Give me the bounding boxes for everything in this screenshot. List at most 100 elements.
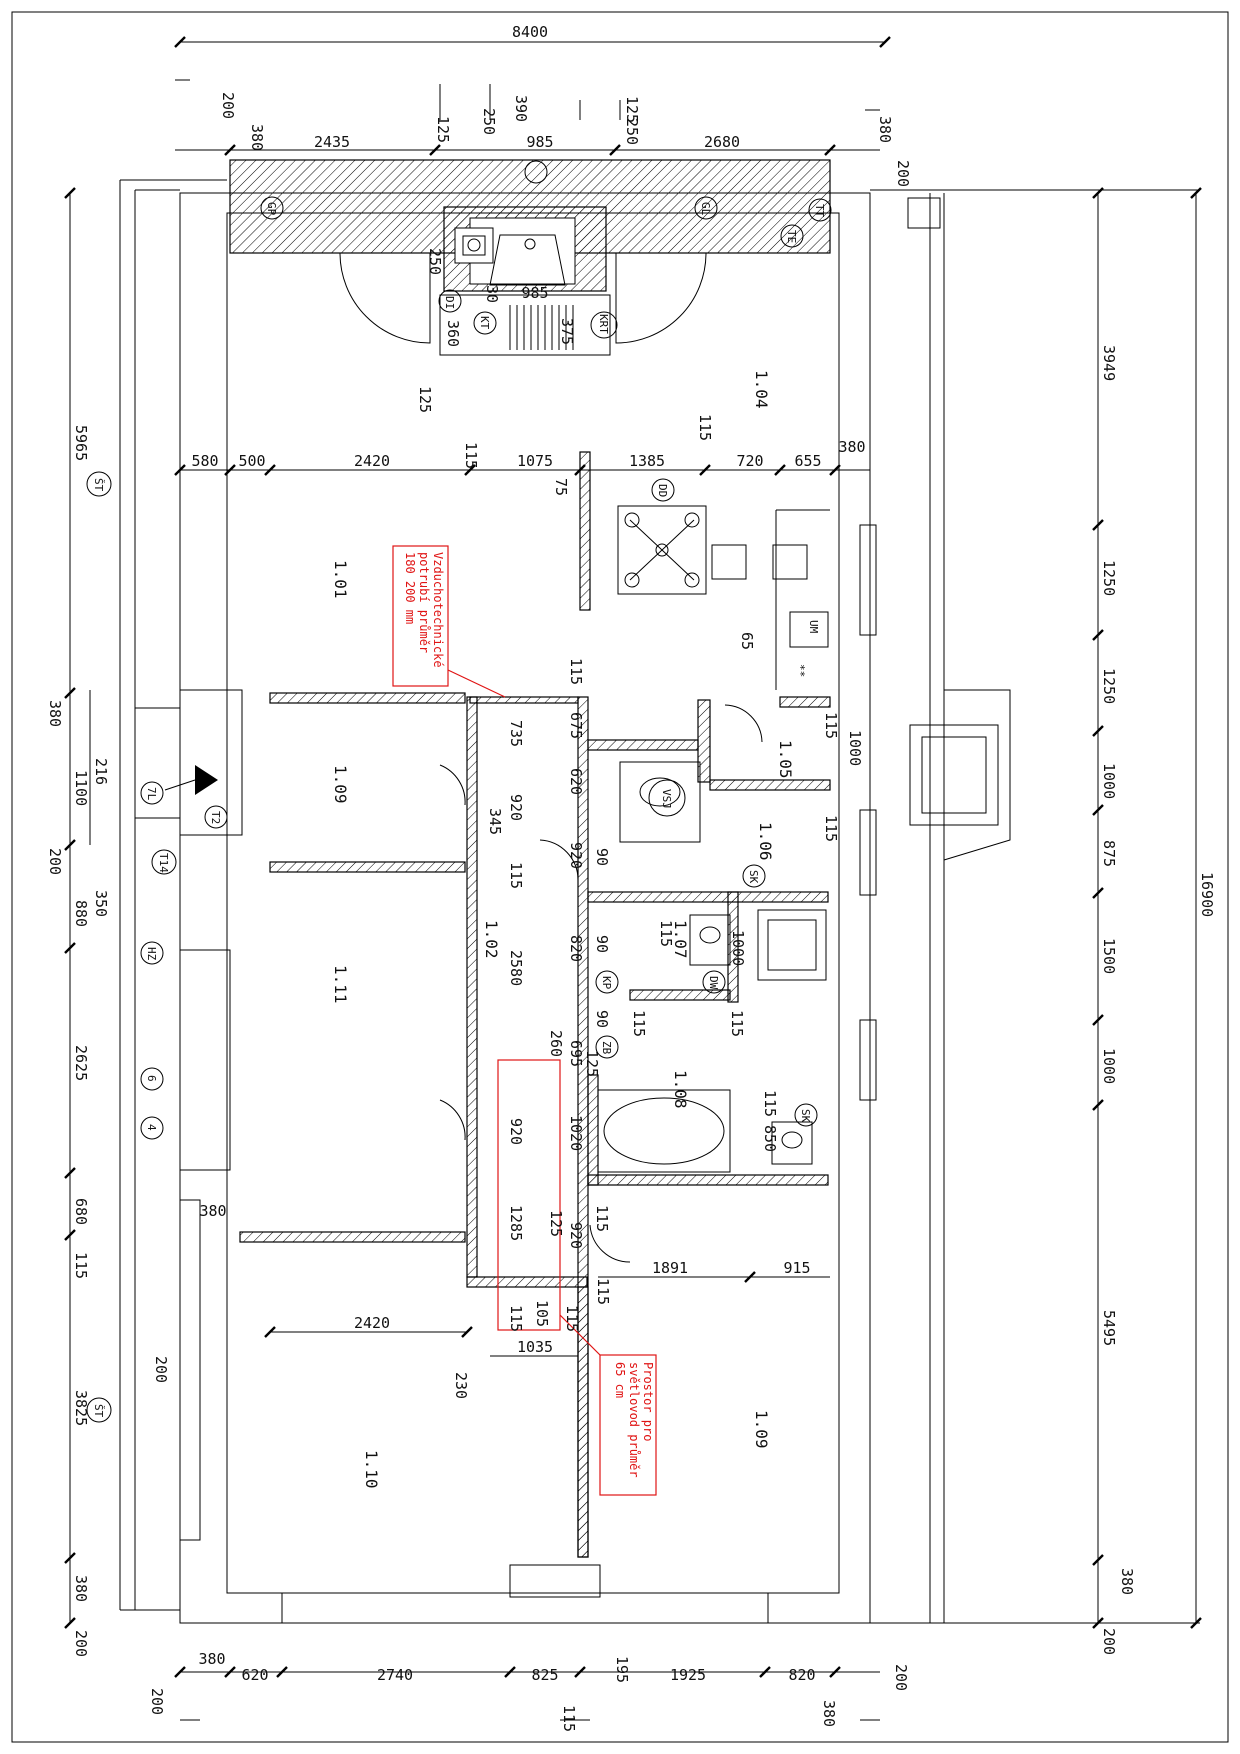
- dim-720: 720: [736, 452, 763, 470]
- right-dimension-labels: 16900 3949 1250 1250 1000 875 1500 1000 …: [1100, 345, 1216, 1655]
- dim-bottom-d: 825: [531, 1666, 558, 1684]
- dim-left-c: 216: [92, 758, 110, 785]
- dim-695: 695: [567, 1040, 585, 1067]
- room-1-07: 1.07: [671, 920, 690, 959]
- interior-walls: [239, 451, 831, 1558]
- tag-sk-2: SK: [799, 1109, 812, 1123]
- dim-top-overall: 8400: [512, 23, 548, 41]
- dim-115k: 115: [593, 1205, 611, 1232]
- dim-bottom-e: 195: [613, 1656, 631, 1683]
- dim-75: 75: [552, 478, 570, 496]
- dim-115a: 115: [462, 442, 480, 469]
- svetlovod-note-line-1: Prostor pro: [641, 1362, 655, 1441]
- dim-90c: 90: [593, 1010, 611, 1028]
- dim-left-f: 350: [92, 890, 110, 917]
- dim-915: 915: [783, 1259, 810, 1277]
- dim-125b: 125: [547, 1210, 565, 1237]
- room-numbers: 1.04 1.01 1.09 1.05 1.06 1.07 1.02 1.11 …: [331, 370, 795, 1489]
- dim-115l: 115: [594, 1278, 612, 1305]
- dim-360: 360: [444, 320, 462, 347]
- dim-65: 65: [738, 632, 756, 650]
- room-1-04: 1.04: [752, 370, 771, 409]
- dim-1891: 1891: [652, 1259, 688, 1277]
- tag-6: 6: [145, 1075, 158, 1082]
- svetlovod-note-line-2: světlovod průměr: [627, 1362, 641, 1478]
- dim-left-l: 380: [72, 1575, 90, 1602]
- dim-580: 580: [191, 452, 218, 470]
- dim-left-b: 380: [46, 700, 64, 727]
- dim-105: 105: [533, 1300, 551, 1327]
- dim-top-f: 390: [512, 95, 530, 122]
- dim-bottom-c: 2740: [377, 1666, 413, 1684]
- bottom-dimension-labels: 380 620 2740 825 195 1925 820 200 200 11…: [148, 1650, 910, 1732]
- dim-920b: 920: [567, 842, 585, 869]
- dim-620: 620: [567, 768, 585, 795]
- dim-right-j: 200: [1100, 1628, 1118, 1655]
- dim-115e: 115: [657, 920, 675, 947]
- dim-230: 230: [452, 1372, 470, 1399]
- dim-1075: 1075: [517, 452, 553, 470]
- dim-top-i: 250: [623, 118, 641, 145]
- dim-top-l: 200: [894, 160, 912, 187]
- tag-sym: **: [794, 664, 807, 677]
- room-1-10: 1.10: [362, 1450, 381, 1489]
- dim-bottom-k: 380: [820, 1700, 838, 1727]
- tag-sk-1: SK: [747, 870, 760, 884]
- dim-115c: 115: [567, 658, 585, 685]
- dim-920a: 920: [507, 794, 525, 821]
- tag-st-2: ŠT: [92, 1404, 105, 1418]
- door-swing-left: [339, 252, 431, 344]
- dim-right-e: 875: [1100, 840, 1118, 867]
- hob: [617, 505, 707, 595]
- dim-125a: 125: [583, 1050, 601, 1077]
- dim-115d: 115: [507, 862, 525, 889]
- dim-1285: 1285: [507, 1205, 525, 1241]
- top-dimension-labels: 8400 200 380 2435 125 250 390 985 125 25…: [219, 23, 912, 187]
- room-1-02: 1.02: [482, 920, 501, 959]
- tag-te: TE: [785, 230, 798, 243]
- dim-655: 655: [794, 452, 821, 470]
- dim-820: 820: [567, 935, 585, 962]
- dim-115i: 115: [728, 1010, 746, 1037]
- tag-kp: KP: [600, 976, 613, 990]
- tag-4: 4: [145, 1124, 158, 1131]
- room-1-08: 1.08: [671, 1070, 690, 1109]
- dim-735: 735: [507, 720, 525, 747]
- dim-1385: 1385: [629, 452, 665, 470]
- dim-left-m: 200: [72, 1630, 90, 1657]
- room-1-05: 1.05: [776, 740, 795, 779]
- dim-right-d: 1000: [1100, 763, 1118, 799]
- shower-box: [619, 761, 701, 843]
- dim-2580: 2580: [507, 950, 525, 986]
- dim-500: 500: [238, 452, 265, 470]
- left-dimension-labels: 5965 380 216 1100 200 350 880 2625 680 1…: [46, 425, 110, 1657]
- dim-right-i: 380: [1118, 1568, 1136, 1595]
- dim-260: 260: [547, 1030, 565, 1057]
- entrance-arrow-icon: [195, 765, 218, 795]
- dimension-ticks: [64, 36, 1202, 1678]
- tag-di: DI: [443, 296, 456, 309]
- room-1-09: 1.09: [752, 1410, 771, 1449]
- tag-um: UM: [807, 620, 820, 634]
- dim-115h: 115: [630, 1010, 648, 1037]
- room-1-06: 1.06: [756, 822, 775, 861]
- dim-115b: 115: [696, 414, 714, 441]
- dim-top-b: 380: [248, 124, 266, 151]
- dim-right-c: 1250: [1100, 668, 1118, 704]
- svetlovod-note: Prostor pro světlovod průměr 65 cm: [613, 1362, 655, 1478]
- vzt-note-line-3: 180 200 mm: [403, 552, 417, 624]
- dim-30: 30: [483, 285, 501, 303]
- dim-bottom-b: 620: [241, 1666, 268, 1684]
- dim-left-g: 880: [72, 900, 90, 927]
- dim-right-g: 1000: [1100, 1048, 1118, 1084]
- dim-850: 850: [761, 1125, 779, 1152]
- dim-top-h: 125: [623, 96, 641, 123]
- dim-90b: 90: [593, 935, 611, 953]
- dim-380b: 380: [199, 1202, 226, 1220]
- vzt-note-line-2: potrubí průměr: [417, 552, 431, 653]
- dim-top-k: 380: [876, 116, 894, 143]
- dim-125c: 125: [416, 386, 434, 413]
- dim-985: 985: [521, 284, 548, 302]
- dimension-lines: [69, 41, 1200, 1721]
